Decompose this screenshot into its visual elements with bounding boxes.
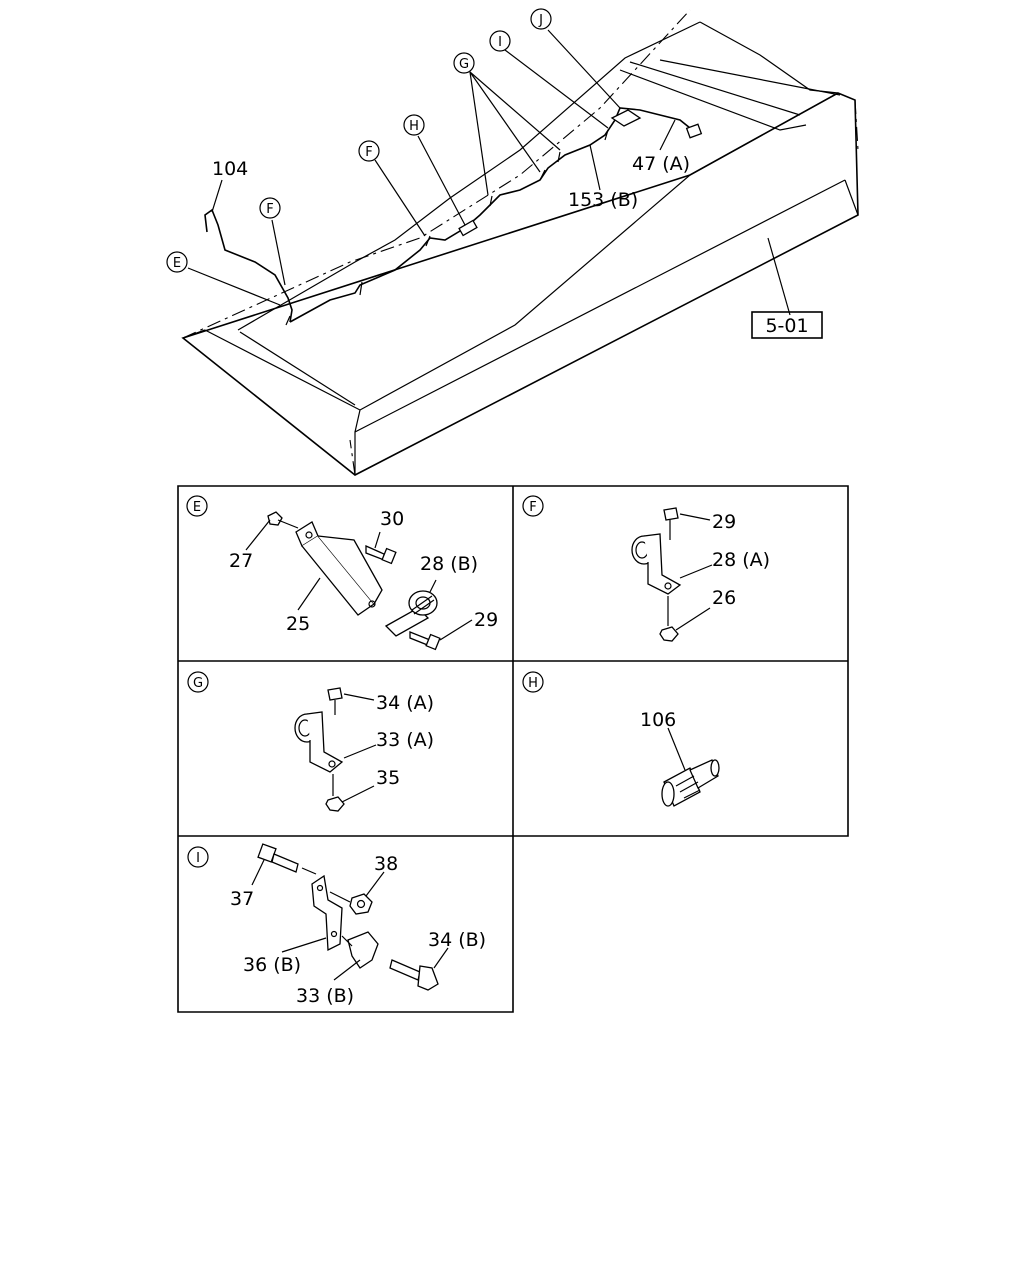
detail-g: G 34 (A) 33 (A) 35 xyxy=(187,671,434,812)
label-153b: 153 (B) xyxy=(568,189,638,211)
reference-box-5-01[interactable]: 5-01 xyxy=(751,311,823,339)
label-47a: 47 (A) xyxy=(632,153,690,175)
label-37: 37 xyxy=(230,888,254,910)
callout-f-center: F xyxy=(358,140,380,162)
svg-text:E: E xyxy=(173,256,181,271)
svg-text:G: G xyxy=(459,57,469,72)
label-28a: 28 (A) xyxy=(712,549,770,571)
label-38: 38 xyxy=(374,853,398,875)
detail-f: F 29 28 (A) 26 xyxy=(522,495,770,642)
badge-i: I xyxy=(196,851,200,866)
label-104: 104 xyxy=(212,158,248,180)
label-34b: 34 (B) xyxy=(428,929,486,951)
badge-h: H xyxy=(528,676,538,691)
callout-f-left: F xyxy=(259,197,281,219)
fuel-pipe xyxy=(204,107,703,326)
detail-h: H 106 xyxy=(522,671,720,807)
badge-f: F xyxy=(529,500,536,515)
pipe-end xyxy=(685,123,703,139)
detail-grid xyxy=(177,485,849,1013)
svg-text:5-01: 5-01 xyxy=(765,315,808,337)
detail-e: E 27 30 28 (B) 25 29 xyxy=(186,495,498,651)
callout-h: H xyxy=(403,114,425,136)
callout-e: E xyxy=(166,251,188,273)
badge-g: G xyxy=(193,676,203,691)
label-30: 30 xyxy=(380,508,404,530)
label-33a: 33 (A) xyxy=(376,729,434,751)
overview-leaders xyxy=(187,29,791,316)
label-36b: 36 (B) xyxy=(243,954,301,976)
bracket-j xyxy=(610,109,642,127)
label-28b: 28 (B) xyxy=(420,553,478,575)
detail-i: I 37 38 34 (B) 36 (B) 33 (B) xyxy=(187,843,486,1007)
callout-j: J xyxy=(530,8,552,30)
svg-text:H: H xyxy=(409,119,419,134)
svg-text:J: J xyxy=(538,13,543,28)
label-35: 35 xyxy=(376,767,400,789)
svg-text:F: F xyxy=(266,202,273,217)
label-27: 27 xyxy=(229,550,253,572)
label-106: 106 xyxy=(640,709,676,731)
callout-g: G xyxy=(453,52,475,74)
label-29-f: 29 xyxy=(712,511,736,533)
svg-text:I: I xyxy=(498,35,502,50)
connector-106 xyxy=(661,759,720,807)
label-26: 26 xyxy=(712,587,736,609)
label-34a: 34 (A) xyxy=(376,692,434,714)
svg-text:F: F xyxy=(365,145,372,160)
label-25: 25 xyxy=(286,613,310,635)
frame-rail xyxy=(181,9,859,476)
callout-i: I xyxy=(489,30,511,52)
label-33b: 33 (B) xyxy=(296,985,354,1007)
badge-e: E xyxy=(193,500,201,515)
joint-h xyxy=(458,219,478,237)
label-29-e: 29 xyxy=(474,609,498,631)
